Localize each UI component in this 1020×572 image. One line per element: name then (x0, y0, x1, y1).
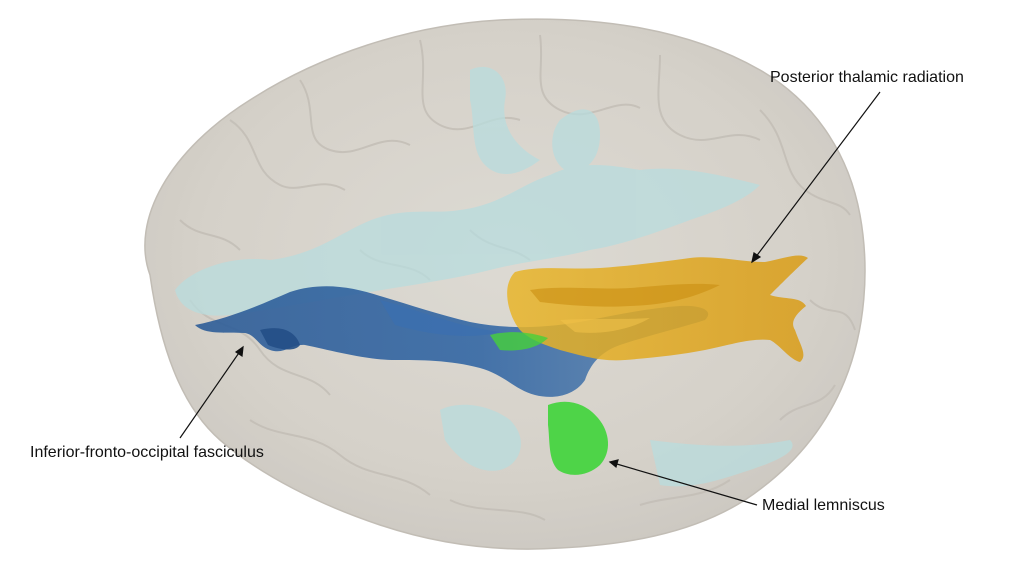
medial-lemniscus-label: Medial lemniscus (762, 498, 885, 514)
posterior-thalamic-radiation-label: Posterior thalamic radiation (770, 70, 964, 86)
ifof-label: Inferior-fronto-occipital fasciculus (30, 445, 264, 461)
